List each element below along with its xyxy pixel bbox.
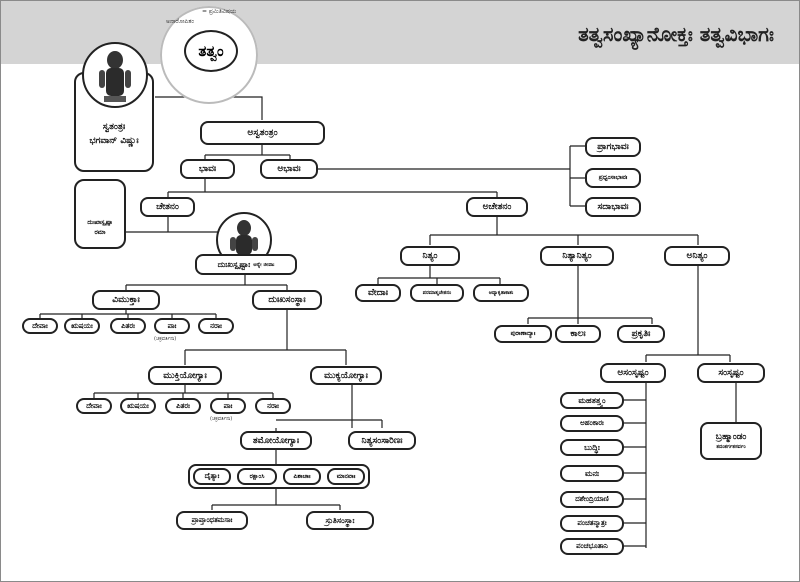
row2-item: ಪಿತರಃ <box>165 398 201 414</box>
node-panchatanmatrah: ಪಂಚತನ್ಮಾತ್ರಃ <box>560 515 624 532</box>
node-brahmandam-note: ತದಂತರ್ಗತಸರ್ವಂ <box>716 444 746 450</box>
page-title: ತತ್ವಸಂಖ್ಯಾನೋಕ್ತಃ ತತ್ವವಿಭಾಗಃ <box>578 22 774 46</box>
row1-item: ಪಾಃ <box>154 318 190 334</box>
node-mukyogyah: ಮುಕ್ಯಯೋಗ್ಯಾಃ <box>310 366 382 385</box>
row1-item: ಋಷಯಃ <box>64 318 100 334</box>
vishnu-image <box>82 42 148 108</box>
node-rakshamsi: ರಕ್ಷಾಂಸಿ <box>237 468 277 485</box>
node-manah: ಮನಃ <box>560 465 624 482</box>
node-vimuktah: ವಿಮುಕ್ತಾಃ <box>92 290 160 310</box>
node-duhkhasprishta-label: ದುಃಖಸ್ಪೃಷ್ಟಾಃ <box>217 259 251 269</box>
row2-item: ಪಾಃ <box>210 398 246 414</box>
node-anityam: ಅನಿತ್ಯಂ <box>664 246 730 266</box>
node-achetanam: ಅಚೇತನಂ <box>466 197 528 217</box>
node-nityam: ನಿತ್ಯಂ <box>400 246 460 266</box>
node-vedah: ವೇದಾಃ <box>355 284 401 302</box>
node-brahmandam: ಬ್ರಹ್ಮಾಂಡಂ ತದಂತರ್ಗತಸರ್ವಂ <box>700 422 762 460</box>
node-pragabhavah: ಪ್ರಾಗಭಾವಃ <box>585 137 641 157</box>
rama-box <box>74 179 126 249</box>
node-praptandhatamasah: ಪ್ರಾಪ್ತಾಂಧತಮಸಾಃ <box>176 511 248 530</box>
node-manavah: ಮಾನವಾಃ <box>327 468 365 485</box>
node-samsrishtam: ಸಂಸೃಷ್ಟಂ <box>697 363 765 383</box>
node-nityanityam: ನಿತ್ಯಾನಿತ್ಯಂ <box>540 246 614 266</box>
node-pradhvamsabhavah: ಪ್ರಧ್ವಂಸಾಭಾವಃ <box>585 168 641 188</box>
row2-note: (ಚಕ್ರವರ್ತಿನಃ) <box>210 416 233 422</box>
node-buddhih: ಬುದ್ಧಿಃ <box>560 439 624 456</box>
row1-item: ಪಿತರಃ <box>110 318 146 334</box>
node-prakritih: ಪ್ರಕೃತಿಃ <box>617 325 665 343</box>
node-panchabhutani: ಪಂಚಭೂತಾನಿ <box>560 538 624 555</box>
row2-item: ನರಾಃ <box>255 398 291 414</box>
node-mahattattvam: ಮಹತತ್ತ್ವಂ <box>560 392 624 409</box>
row1-item: ದೇವಾಃ <box>22 318 58 334</box>
rama-label: ದುಃಖಾಸ್ಪೃಷ್ಟಾ ರಮಾ <box>87 219 113 236</box>
node-pishachah: ಪಿಶಾಚಾಃ <box>283 468 321 485</box>
node-tamoyogyah: ತಮೋಯೋಗ್ಯಾಃ <box>240 431 312 450</box>
node-kalah: ಕಾಲಃ <box>555 325 601 343</box>
row2-item: ಋಷಯಃ <box>120 398 156 414</box>
row1-item: ನರಾಃ <box>198 318 234 334</box>
node-bhavah: ಭಾವಃ <box>180 159 235 179</box>
node-chetanam: ಚೇತನಂ <box>140 197 195 217</box>
node-puranadyah: ಪುರಾಣಾದ್ಯಾಃ <box>494 325 552 343</box>
node-asvatantram: ಅಸ್ವತಂತ್ರಂ <box>200 121 325 145</box>
node-avyakritakasha: ಅವ್ಯಾಕೃತಾಕಾಶಃ <box>473 284 529 302</box>
node-muktiyogyah: ಮುಕ್ತಿಯೋಗ್ಯಾಃ <box>148 366 222 385</box>
node-duhkhasamsthah: ದುಃಖಸಂಸ್ಥಾಃ <box>252 290 322 310</box>
node-abhavah: ಅಭಾವಃ <box>260 159 318 179</box>
node-daityah: ದೈತ್ಯಾಃ <box>193 468 231 485</box>
vishnu-figure-icon <box>99 51 131 102</box>
node-asamsrishtam: ಅಸಂಸೃಷ್ಟಂ <box>600 363 666 383</box>
row1-note: (ಚಕ್ರವರ್ತಿನಃ) <box>154 336 177 342</box>
badge-arc-right: = ಪ್ರಮಿತಿವಿಷಯ <box>202 8 237 15</box>
row2-item: ದೇವಾಃ <box>76 398 112 414</box>
node-sritisamsthah: ಸ್ರುತಿಸಂಸ್ಥಾಃ <box>306 511 374 530</box>
badge-arc-left: ಅನಾರೋಪಿತಂ <box>166 18 195 25</box>
node-ahankarah: ಅಹಂಕಾರಃ <box>560 415 624 432</box>
tattva-badge-label: ತತ್ವಂ <box>184 30 238 72</box>
node-brahmandam-label: ಬ್ರಹ್ಮಾಂಡಂ <box>715 432 747 442</box>
node-duhkhasprishta: ದುಃಖಸ್ಪೃಷ್ಟಾಃ ಅನ್ಯೇ ಜೀವಾಃ <box>195 254 297 275</box>
vishnu-label: ಸ್ವತಂತ್ರಃ ಭಗವಾನ್ ವಿಷ್ಣುಃ <box>89 122 139 146</box>
node-sadabhavah: ಸದಾಭಾವಃ <box>585 197 641 217</box>
node-paramatmachetanam: ಪರಮಾತ್ಮಚೇತನಂ <box>410 284 464 302</box>
node-duhkhasprishta-note: ಅನ್ಯೇ ಜೀವಾಃ <box>253 261 275 268</box>
node-dashendriyani: ದಶೇಂದ್ರಿಯಾಣಿ <box>560 491 624 508</box>
node-nityasamsarinah: ನಿತ್ಯಸಂಸಾರಿಣಃ <box>348 431 416 450</box>
